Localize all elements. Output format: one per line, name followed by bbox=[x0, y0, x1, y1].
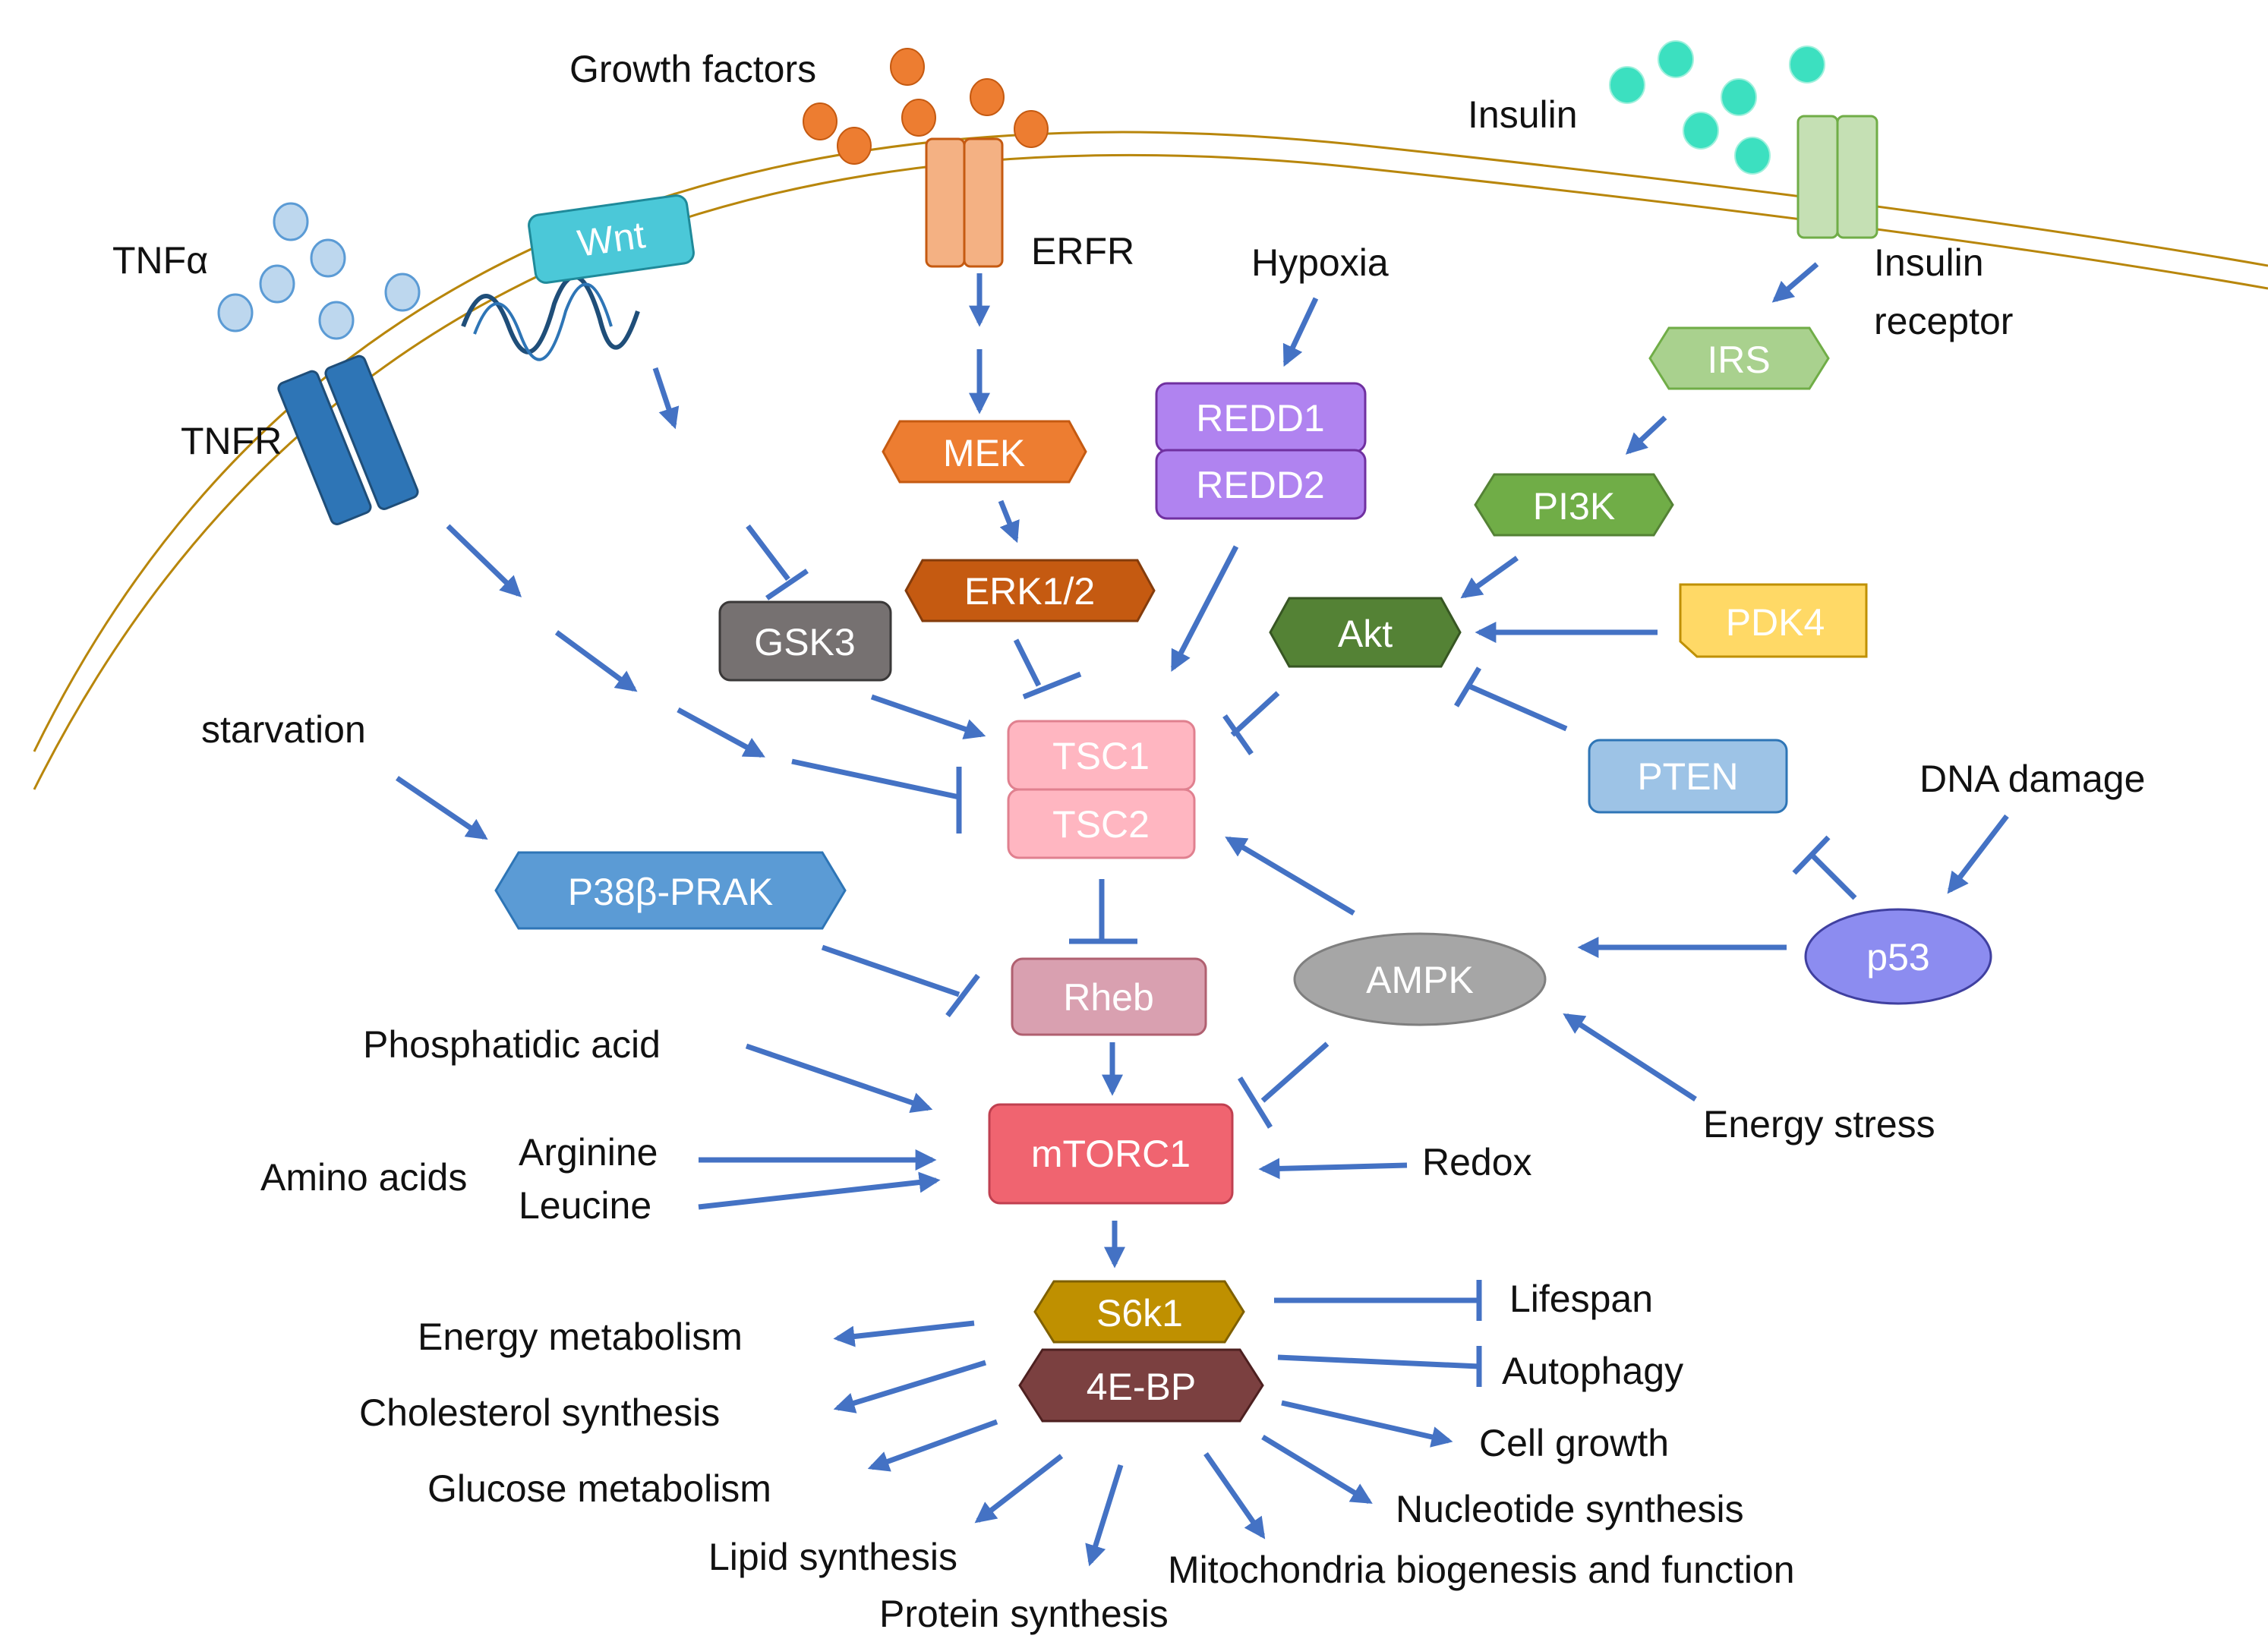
mek-node: MEK bbox=[882, 420, 1087, 484]
label-starvation: starvation bbox=[201, 708, 366, 751]
label-arginine: Arginine bbox=[519, 1131, 658, 1174]
erk-node: ERK1/2 bbox=[904, 559, 1156, 622]
label-leucine: Leucine bbox=[519, 1184, 651, 1227]
svg-text:S6k1: S6k1 bbox=[1096, 1292, 1183, 1335]
svg-text:Rheb: Rheb bbox=[1063, 976, 1154, 1019]
redd2-node: REDD2 bbox=[1155, 449, 1367, 520]
pten-node: PTEN bbox=[1588, 739, 1788, 814]
label-lipid-synthesis: Lipid synthesis bbox=[708, 1536, 957, 1578]
tsc1-node: TSC1 bbox=[1007, 720, 1196, 791]
svg-text:Wnt: Wnt bbox=[575, 213, 648, 265]
label-insulin-receptor-line1: Insulin bbox=[1874, 241, 1984, 284]
svg-text:TSC1: TSC1 bbox=[1052, 735, 1150, 777]
gsk3-node: GSK3 bbox=[718, 600, 892, 682]
tsc2-node: TSC2 bbox=[1007, 788, 1196, 859]
label-cell-growth: Cell growth bbox=[1479, 1422, 1669, 1464]
svg-text:Akt: Akt bbox=[1338, 613, 1393, 655]
activation-arrows bbox=[396, 262, 2009, 1567]
p53-node: p53 bbox=[1804, 908, 1992, 1005]
tnfa-ligands bbox=[217, 202, 421, 340]
label-phosphatidic-acid: Phosphatidic acid bbox=[363, 1023, 661, 1066]
svg-text:REDD2: REDD2 bbox=[1196, 464, 1324, 506]
redd1-node: REDD1 bbox=[1155, 382, 1367, 453]
svg-text:PDK4: PDK4 bbox=[1726, 601, 1825, 644]
label-glucose-metabolism: Glucose metabolism bbox=[427, 1467, 771, 1510]
label-lifespan: Lifespan bbox=[1509, 1278, 1653, 1320]
svg-text:IRS: IRS bbox=[1707, 339, 1770, 381]
label-nucleotide-synthesis: Nucleotide synthesis bbox=[1396, 1488, 1744, 1530]
label-energy-metabolism: Energy metabolism bbox=[418, 1316, 743, 1358]
label-tnfa: TNFα bbox=[112, 239, 208, 282]
tnfr-receptor bbox=[277, 355, 419, 525]
svg-text:GSK3: GSK3 bbox=[754, 621, 855, 663]
insulin-receptor bbox=[1796, 115, 1878, 239]
erfr-receptor bbox=[925, 137, 1004, 268]
inhibition-arrows bbox=[746, 524, 1857, 1387]
wnt-receptor bbox=[461, 274, 640, 361]
label-growth-factors: Growth factors bbox=[569, 48, 816, 90]
svg-text:ERK1/2: ERK1/2 bbox=[964, 570, 1095, 613]
4ebp-node: 4E-BP bbox=[1018, 1348, 1264, 1423]
svg-text:P38β-PRAK: P38β-PRAK bbox=[568, 871, 774, 913]
akt-node: Akt bbox=[1269, 597, 1462, 668]
pdk4-node: PDK4 bbox=[1679, 583, 1868, 658]
label-erfr: ERFR bbox=[1031, 230, 1134, 273]
label-dna-damage: DNA damage bbox=[1919, 758, 2145, 800]
rheb-node: Rheb bbox=[1011, 957, 1207, 1036]
cell-membrane bbox=[33, 131, 2268, 790]
label-autophagy: Autophagy bbox=[1502, 1350, 1683, 1392]
svg-text:REDD1: REDD1 bbox=[1196, 397, 1324, 440]
pi3k-node: PI3K bbox=[1474, 473, 1674, 537]
p38-prak-node: P38β-PRAK bbox=[494, 851, 847, 930]
label-cholesterol-synthesis: Cholesterol synthesis bbox=[359, 1391, 720, 1434]
svg-text:p53: p53 bbox=[1866, 936, 1929, 978]
diagram-labels: Growth factors Insulin TNFα TNFR ERFR Hy… bbox=[112, 48, 2145, 1635]
svg-text:MEK: MEK bbox=[943, 432, 1025, 474]
svg-text:PI3K: PI3K bbox=[1533, 485, 1615, 528]
svg-text:mTORC1: mTORC1 bbox=[1031, 1133, 1191, 1175]
label-energy-stress: Energy stress bbox=[1703, 1103, 1935, 1146]
label-hypoxia: Hypoxia bbox=[1251, 241, 1389, 284]
ampk-node: AMPK bbox=[1293, 932, 1547, 1026]
label-tnfr: TNFR bbox=[181, 420, 282, 462]
label-insulin-receptor-line2: receptor bbox=[1874, 300, 2013, 342]
label-mitochondria: Mitochondria biogenesis and function bbox=[1168, 1549, 1795, 1591]
svg-text:PTEN: PTEN bbox=[1637, 755, 1738, 798]
irs-node: IRS bbox=[1648, 326, 1830, 390]
svg-text:AMPK: AMPK bbox=[1366, 959, 1474, 1001]
wnt-node: Wnt bbox=[528, 194, 695, 284]
svg-text:4E-BP: 4E-BP bbox=[1087, 1366, 1197, 1408]
label-amino-acids: Amino acids bbox=[260, 1156, 467, 1199]
label-insulin: Insulin bbox=[1468, 93, 1578, 136]
growth-factor-ligands bbox=[803, 48, 1049, 165]
label-redox: Redox bbox=[1422, 1141, 1532, 1183]
label-protein-synthesis: Protein synthesis bbox=[879, 1593, 1169, 1635]
s6k1-node: S6k1 bbox=[1033, 1280, 1245, 1344]
insulin-ligands bbox=[1609, 40, 1825, 175]
svg-text:TSC2: TSC2 bbox=[1052, 803, 1150, 846]
mtorc1-node: mTORC1 bbox=[988, 1103, 1234, 1205]
